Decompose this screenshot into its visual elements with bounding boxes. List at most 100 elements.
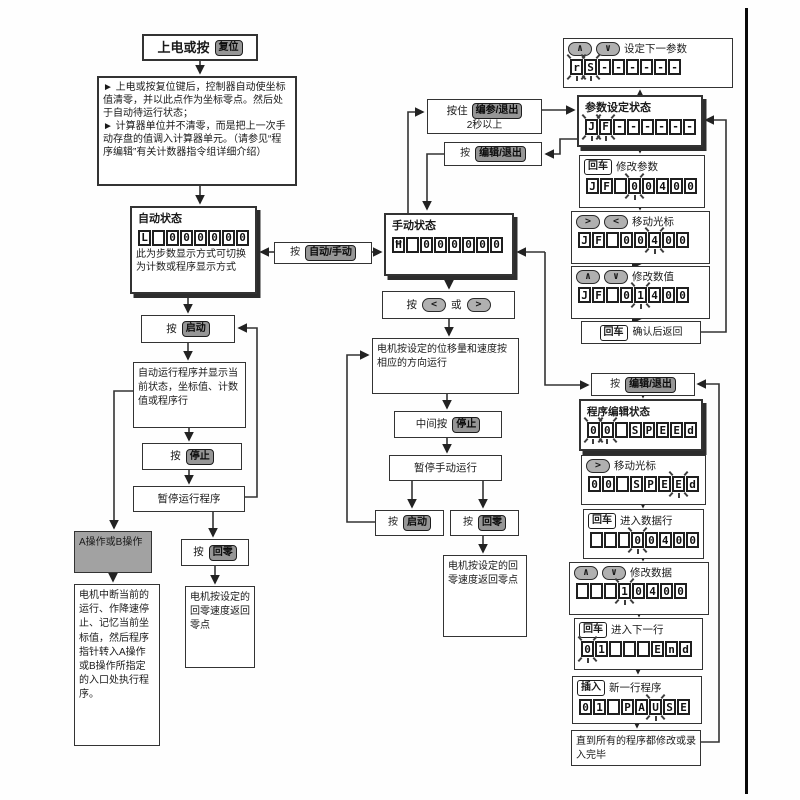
auto-state-title: 自动状态 [138, 213, 182, 225]
page-divider-line [745, 8, 748, 794]
press-label: 按 [170, 450, 181, 463]
auto-run-box: 自动运行程序并显示当前状态，坐标值、计数值或程序行 [133, 362, 246, 428]
motor-interrupt-text: 电机中断当前的运行、作降速停止、记忆当前坐标值，然后程序指针转入A操作或B操作所… [79, 590, 149, 701]
press-label: 按 [290, 247, 301, 259]
modify-value-label: 修改数值 [632, 271, 674, 283]
motor-zero-left-box: 电机按设定的回零速度返回零点 [185, 586, 255, 668]
ab-operation-box: A操作或B操作 [74, 531, 152, 573]
stop-key: 停止 [185, 448, 214, 465]
enter-key: 回车 [579, 622, 607, 638]
note-paragraph-2: ► 计算器单位并不清零，而是把上一次手动存盘的值调入计算器单元。（请参见“程序编… [103, 121, 286, 158]
reset-key: 复位 [214, 39, 243, 56]
press-edit-exit-box-1: 按 编辑/退出 [444, 142, 542, 166]
mid-press-label: 中间按 [415, 418, 448, 431]
param-state-title: 参数设定状态 [585, 102, 651, 114]
insert-key: 插入 [577, 680, 605, 696]
hold-label: 按住 [446, 104, 468, 117]
auto-manual-key: 自动/手动 [305, 245, 356, 261]
press-zero-box-1: 按 回零 [181, 539, 249, 566]
up-arrow-key: ∧ [576, 270, 600, 285]
press-zero-box-2: 按 回零 [450, 510, 519, 536]
motor-zero-text: 电机按设定的回零速度返回零点 [190, 592, 250, 632]
enter-key: 回车 [599, 324, 628, 341]
mid-press-stop-box: 中间按 停止 [394, 411, 502, 438]
stop-key: 停止 [452, 416, 481, 433]
note-paragraph-1: ► 上电或按复位键后，控制器自动使坐标值清零，并以此点作为坐标零点。然后处于自动… [103, 82, 286, 119]
enter-data-row-label: 进入数据行 [620, 514, 673, 527]
start-key: 启动 [181, 321, 210, 337]
press-left-right-box: 按 < 或 > [382, 291, 515, 319]
enter-key: 回车 [588, 513, 616, 529]
motor-zero-text: 电机按设定的回零速度返回零点 [448, 561, 518, 587]
right-arrow-key: > [586, 459, 610, 474]
press-start-box-2: 按 启动 [375, 510, 444, 536]
auto-run-text: 自动运行程序并显示当前状态，坐标值、计数值或程序行 [138, 368, 238, 408]
edit-param-exit-key: 编参/退出 [471, 103, 523, 119]
auto-state-note: 此为步数显示方式可切换为计数或程序显示方式 [136, 248, 246, 273]
set-next-param-label: 设定下一参数 [624, 43, 687, 55]
pause-manual-box: 暂停手动运行 [389, 455, 502, 481]
press-edit-exit-box-2: 按 编辑/退出 [591, 373, 695, 396]
or-label: 或 [451, 298, 462, 311]
hold-edit-param-box: 按住 编参/退出 2秒以上 [427, 99, 542, 134]
start-key: 启动 [403, 515, 431, 531]
power-on-label: 上电或按 [157, 39, 210, 55]
power-on-title-box: 上电或按复位 [142, 34, 258, 61]
down-arrow-key: ∨ [602, 566, 626, 581]
paused-program-text: 暂停运行程序 [157, 492, 221, 505]
press-label: 按 [460, 148, 471, 160]
enter-key: 回车 [584, 159, 612, 175]
modify-data-label: 修改数据 [630, 567, 672, 579]
press-label: 按 [166, 322, 177, 335]
prog-edit-state-title: 程序编辑状态 [587, 406, 650, 418]
insert-new-row-label: 新一行程序 [609, 681, 662, 694]
press-start-box-1: 按 启动 [141, 315, 235, 343]
left-arrow-key: < [422, 298, 446, 312]
motor-zero-mid-box: 电机按设定的回零速度返回零点 [443, 555, 527, 637]
up-arrow-key: ∧ [574, 566, 598, 581]
confirm-return-box: 回车 确认后返回 [581, 321, 701, 344]
press-label: 按 [193, 546, 204, 559]
enter-next-row-label: 进入下一行 [611, 623, 664, 636]
press-label: 按 [610, 378, 621, 390]
confirm-return-label: 确认后返回 [632, 326, 683, 338]
press-label: 按 [406, 298, 418, 311]
press-auto-manual-box: 按 自动/手动 [274, 242, 372, 264]
until-done-text: 直到所有的程序都修改或录入完毕 [576, 736, 696, 762]
move-cursor-label: 移动光标 [614, 460, 656, 472]
right-arrow-key: > [576, 215, 600, 230]
pause-manual-text: 暂停手动运行 [414, 461, 477, 474]
paused-program-box: 暂停运行程序 [133, 486, 245, 512]
motor-move-box: 电机按设定的位移量和速度按相应的方向运行 [372, 338, 519, 394]
ab-operation-text: A操作或B操作 [79, 537, 143, 548]
move-cursor-label: 移动光标 [632, 216, 674, 228]
press-stop-box-1: 按 停止 [142, 443, 242, 470]
up-arrow-key: ∧ [568, 42, 592, 57]
edit-exit-key: 编辑/退出 [475, 146, 526, 162]
left-arrow-key: < [604, 215, 628, 230]
edit-exit-key: 编辑/退出 [625, 376, 676, 393]
press-label: 按 [463, 517, 473, 529]
power-on-note-box: ► 上电或按复位键后，控制器自动使坐标值清零，并以此点作为坐标零点。然后处于自动… [97, 76, 297, 186]
